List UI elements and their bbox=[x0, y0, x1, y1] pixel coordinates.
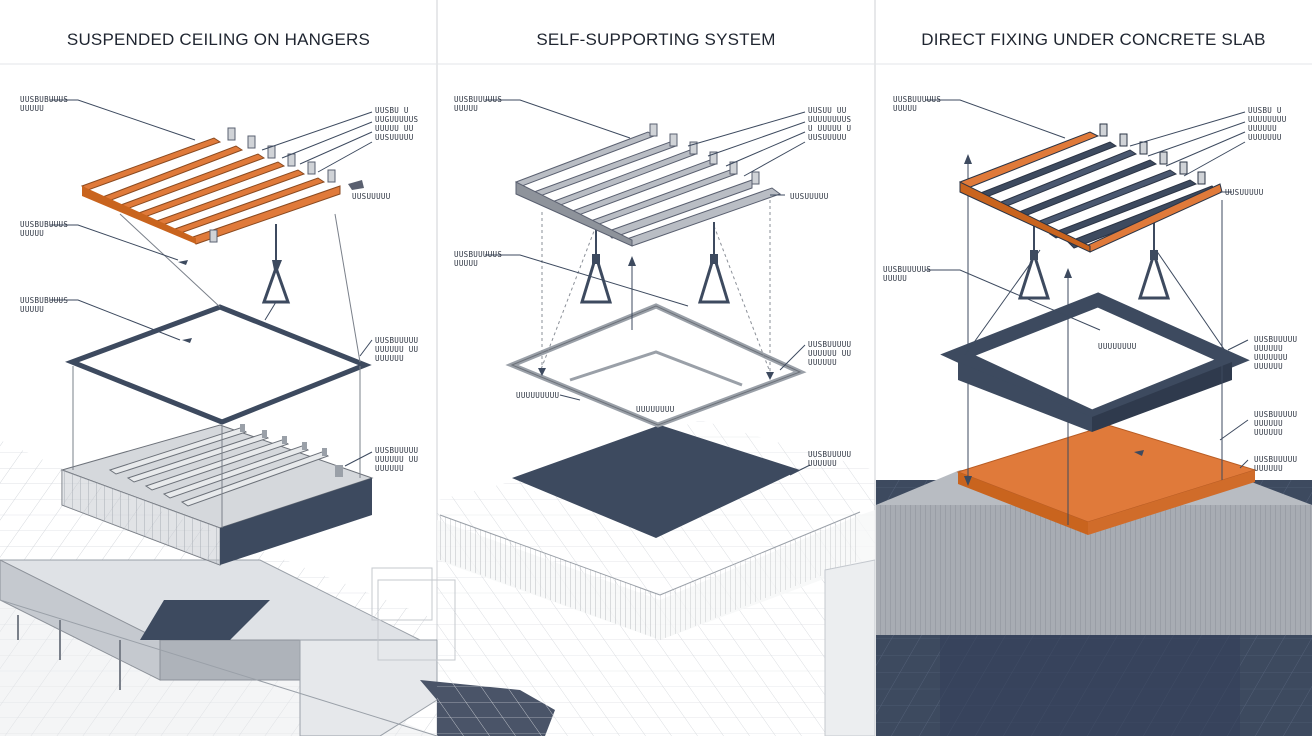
panel-1-label-2: UUSBU U UUGUUUUUS UUUUU UU UUSUUUUU bbox=[375, 106, 419, 142]
panel-2-label-3: UUSUUUUU bbox=[790, 192, 829, 201]
panel-3-label-5: UUUUUUUU bbox=[1098, 342, 1137, 351]
panel-2-label-6: UUUUUUUUU bbox=[516, 391, 560, 400]
panel-1-label-7: UUSBUUUUU UUUUUU UU UUUUUU bbox=[375, 446, 419, 473]
panel-3-label-2: UUSBU U UUUUUUUU UUUUUU UUUUUUU bbox=[1248, 106, 1287, 142]
panel-3-label-3: UUSUUUUU bbox=[1225, 188, 1264, 197]
panel-1-label-6: UUSBUUUUU UUUUUU UU UUUUUU bbox=[375, 336, 419, 363]
panel-1-label-4: UUSBUBUUUS UUUUU bbox=[20, 220, 69, 238]
panel-2-label-7: UUUUUUUU bbox=[636, 405, 675, 414]
panel-2-label-1: UUSBUUUUUS UUUUU bbox=[454, 95, 503, 113]
panel-2-label-5: UUSBUUUUU UUUUUU UU UUUUUU bbox=[808, 340, 852, 367]
panel-2-title: SELF-SUPPORTING SYSTEM bbox=[536, 30, 776, 49]
panel-3-art bbox=[876, 99, 1312, 736]
panel-1-title: SUSPENDED CEILING ON HANGERS bbox=[66, 30, 371, 49]
panel-2-art bbox=[371, 99, 876, 736]
panel-3-label-6: UUSBUUUUU UUUUUU UUUUUUU UUUUUU bbox=[1254, 335, 1298, 371]
panel-3-label-7: UUSBUUUUU UUUUUU UUUUUU bbox=[1254, 410, 1298, 437]
panel-1-label-5: UUSBUBUUUS UUUUU bbox=[20, 296, 69, 314]
panel-2-label-2: UUSUU UU UUUUUUUUS U UUUUU U UUSUUUUU bbox=[808, 106, 852, 142]
panel-3-label-4: UUSBUUUUUS UUUUU bbox=[883, 265, 932, 283]
panel-1-art bbox=[0, 99, 555, 736]
panel-1-label-3: UUSUUUUU bbox=[352, 192, 391, 201]
panel-3-label-1: UUSBUUUUUS UUUUU bbox=[893, 95, 942, 113]
panel-2-label-4: UUSBUUUUUS UUUUU bbox=[454, 250, 503, 268]
panel-2-label-8: UUSBUUUUU UUUUUU bbox=[808, 450, 852, 468]
panel-1-label-1: UUSBUBUUUS UUUUU bbox=[20, 95, 69, 113]
panel-3-title: DIRECT FIXING UNDER CONCRETE SLAB bbox=[921, 30, 1266, 49]
panel-3-label-8: UUSBUUUUU UUUUUU bbox=[1254, 455, 1298, 473]
